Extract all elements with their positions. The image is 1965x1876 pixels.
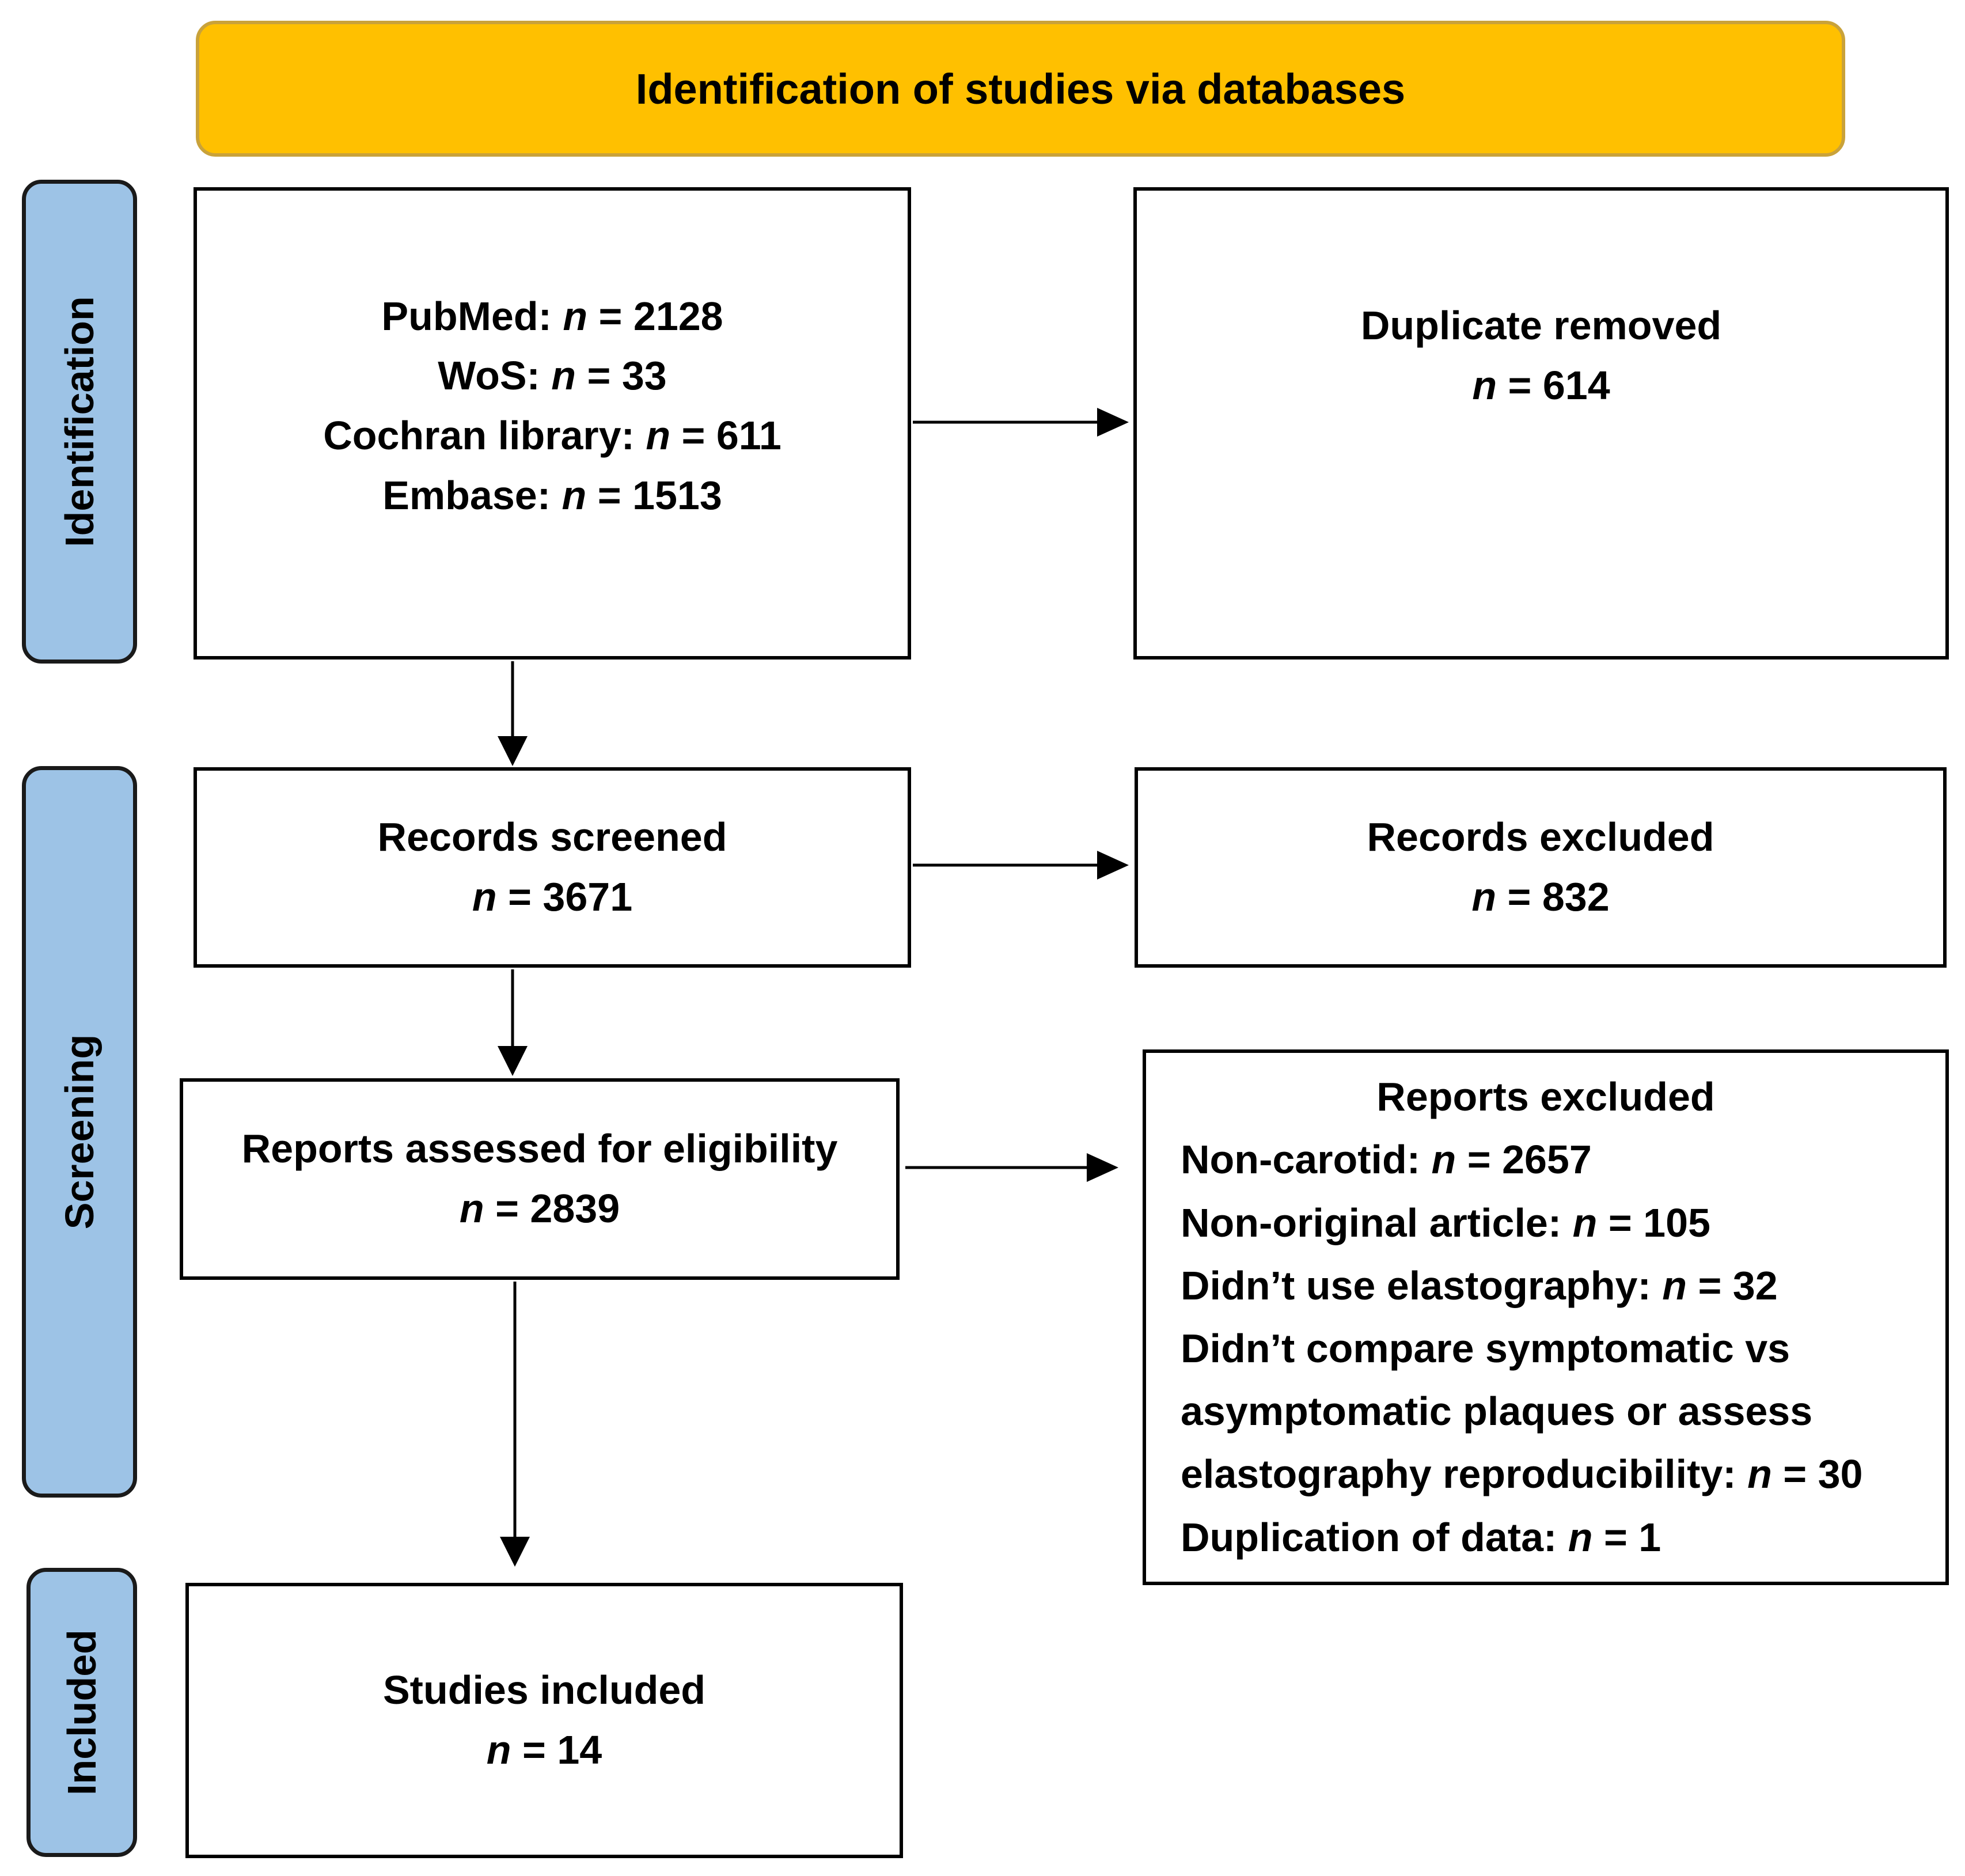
duplicates-title: Duplicate removed — [1360, 302, 1722, 348]
reason-no-comparison-line3: elastography reproducibility: n = 30 — [1181, 1451, 1863, 1497]
reports-excluded-title: Reports excluded — [1376, 1074, 1715, 1120]
arrowhead-reports-excluded — [1087, 1153, 1118, 1182]
reports-excluded-box: Reports excluded Non-carotid: n = 2657 N… — [1143, 1049, 1949, 1585]
eligibility-count: n = 2839 — [459, 1186, 620, 1231]
arrowhead-duplicates — [1097, 408, 1129, 437]
identification-banner: Identification of studies via databases — [196, 21, 1845, 157]
database-line-pubmed: PubMed: n = 2128 — [381, 293, 723, 339]
included-count: n = 14 — [486, 1727, 602, 1772]
arrowhead-included — [500, 1537, 530, 1567]
reason-duplication: Duplication of data: n = 1 — [1181, 1514, 1661, 1560]
screened-count: n = 3671 — [472, 874, 633, 919]
banner-title: Identification of studies via databases — [635, 65, 1406, 113]
screened-box: Records screened n = 3671 — [194, 767, 911, 968]
records-excluded-box: Records excluded n = 832 — [1135, 767, 1947, 968]
reason-no-elastography: Didn’t use elastography: n = 32 — [1181, 1263, 1778, 1308]
databases-box: PubMed: n = 2128 WoS: n = 33 Cochran lib… — [194, 187, 911, 660]
arrowhead-screened — [498, 736, 528, 766]
duplicates-count: n = 614 — [1472, 362, 1610, 408]
included-title: Studies included — [382, 1667, 706, 1713]
reason-no-comparison-line1: Didn’t compare symptomatic vs — [1181, 1326, 1790, 1371]
database-line-wos: WoS: n = 33 — [438, 353, 667, 399]
duplicates-box: Duplicate removed n = 614 — [1133, 187, 1949, 660]
arrowhead-records-excluded — [1097, 851, 1129, 880]
records-excluded-title: Records excluded — [1367, 814, 1714, 860]
eligibility-title: Reports assessed for eligibility — [241, 1126, 838, 1172]
reason-non-carotid: Non-carotid: n = 2657 — [1181, 1137, 1592, 1183]
stage-identification: Identification — [22, 180, 137, 664]
reason-no-comparison-line2: asymptomatic plaques or assess — [1181, 1389, 1813, 1434]
stage-included: Included — [26, 1568, 137, 1857]
included-box: Studies included n = 14 — [185, 1583, 903, 1858]
records-excluded-count: n = 832 — [1471, 874, 1610, 919]
database-line-cochrane: Cochran library: n = 611 — [323, 413, 782, 458]
screened-title: Records screened — [377, 814, 727, 860]
eligibility-box: Reports assessed for eligibility n = 283… — [180, 1078, 900, 1280]
database-line-embase: Embase: n = 1513 — [382, 472, 722, 518]
reason-non-original: Non-original article: n = 105 — [1181, 1200, 1710, 1245]
arrowhead-eligibility — [498, 1046, 528, 1076]
stage-screening: Screening — [22, 766, 137, 1498]
